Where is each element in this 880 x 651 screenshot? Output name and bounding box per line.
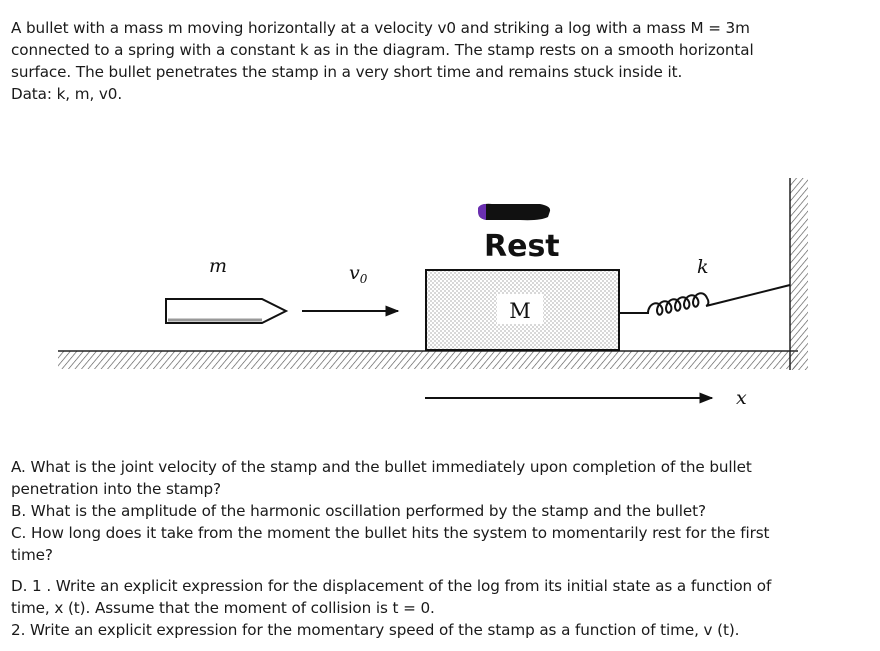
question-d1-line: time, x (t). Assume that the moment of c… (11, 599, 435, 617)
statement-line: A bullet with a mass m moving horizontal… (11, 19, 750, 37)
handwritten-rest-note: Rest (484, 229, 560, 264)
question-c-line: time? (11, 546, 53, 564)
problem-statement: A bullet with a mass m moving horizontal… (11, 17, 871, 105)
questions-a-to-c: A. What is the joint velocity of the sta… (11, 456, 871, 566)
block-mass-label: M (509, 299, 531, 323)
question-c-line: C. How long does it take from the moment… (11, 524, 770, 542)
ground-surface (58, 351, 798, 369)
question-d2-line: 2. Write an explicit expression for the … (11, 621, 740, 639)
bullet-mass-label: m (209, 255, 227, 277)
velocity-label: v0 (349, 262, 368, 286)
question-b-line: B. What is the amplitude of the harmonic… (11, 502, 706, 520)
spring (620, 284, 791, 316)
given-data-line: Data: k, m, v0. (11, 85, 123, 103)
statement-line: surface. The bullet penetrates the stamp… (11, 63, 683, 81)
block-label-bg (497, 294, 543, 324)
spring-constant-label: k (697, 256, 709, 278)
redaction-mark (478, 203, 551, 221)
statement-line: connected to a spring with a constant k … (11, 41, 754, 59)
bullet (165, 298, 289, 324)
physics-diagram: m v0 M Rest k x (58, 178, 808, 409)
wall (790, 178, 808, 370)
question-d: D. 1 . Write an explicit expression for … (11, 575, 871, 641)
x-axis-label: x (736, 387, 747, 409)
question-a-line: penetration into the stamp? (11, 480, 222, 498)
question-a-line: A. What is the joint velocity of the sta… (11, 458, 752, 476)
redaction-edge (478, 204, 486, 220)
question-d1-line: D. 1 . Write an explicit expression for … (11, 577, 772, 595)
